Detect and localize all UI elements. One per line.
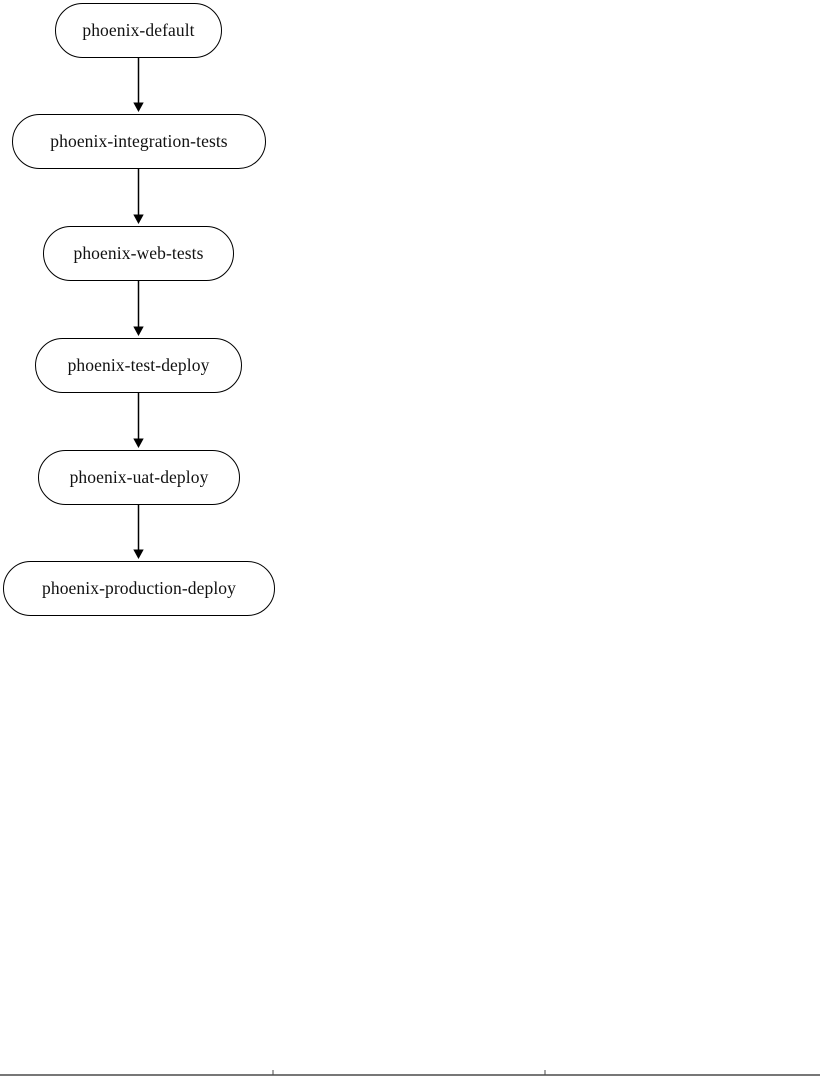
graph-node-phoenix-production-deploy[interactable]: phoenix-production-deploy bbox=[3, 561, 275, 616]
graph-node-phoenix-uat-deploy[interactable]: phoenix-uat-deploy bbox=[38, 450, 240, 505]
edge-arrowhead-phoenix-test-deploy-to-phoenix-uat-deploy bbox=[133, 438, 144, 448]
graph-node-label: phoenix-default bbox=[82, 19, 195, 40]
edge-arrowhead-phoenix-web-tests-to-phoenix-test-deploy bbox=[133, 326, 144, 336]
graph-node-phoenix-test-deploy[interactable]: phoenix-test-deploy bbox=[35, 338, 242, 393]
graph-node-label: phoenix-web-tests bbox=[73, 242, 204, 263]
graph-node-phoenix-default[interactable]: phoenix-default bbox=[55, 3, 222, 58]
graph-node-label: phoenix-uat-deploy bbox=[69, 466, 209, 487]
graph-node-label: phoenix-integration-tests bbox=[50, 130, 228, 151]
graph-node-label: phoenix-test-deploy bbox=[67, 354, 210, 375]
edge-arrowhead-phoenix-default-to-phoenix-integration-tests bbox=[133, 102, 144, 112]
graph-node-phoenix-web-tests[interactable]: phoenix-web-tests bbox=[43, 226, 234, 281]
graph-node-phoenix-integration-tests[interactable]: phoenix-integration-tests bbox=[12, 114, 266, 169]
edge-arrowhead-phoenix-uat-deploy-to-phoenix-production-deploy bbox=[133, 549, 144, 559]
edge-arrowhead-phoenix-integration-tests-to-phoenix-web-tests bbox=[133, 214, 144, 224]
graph-node-label: phoenix-production-deploy bbox=[42, 577, 236, 598]
